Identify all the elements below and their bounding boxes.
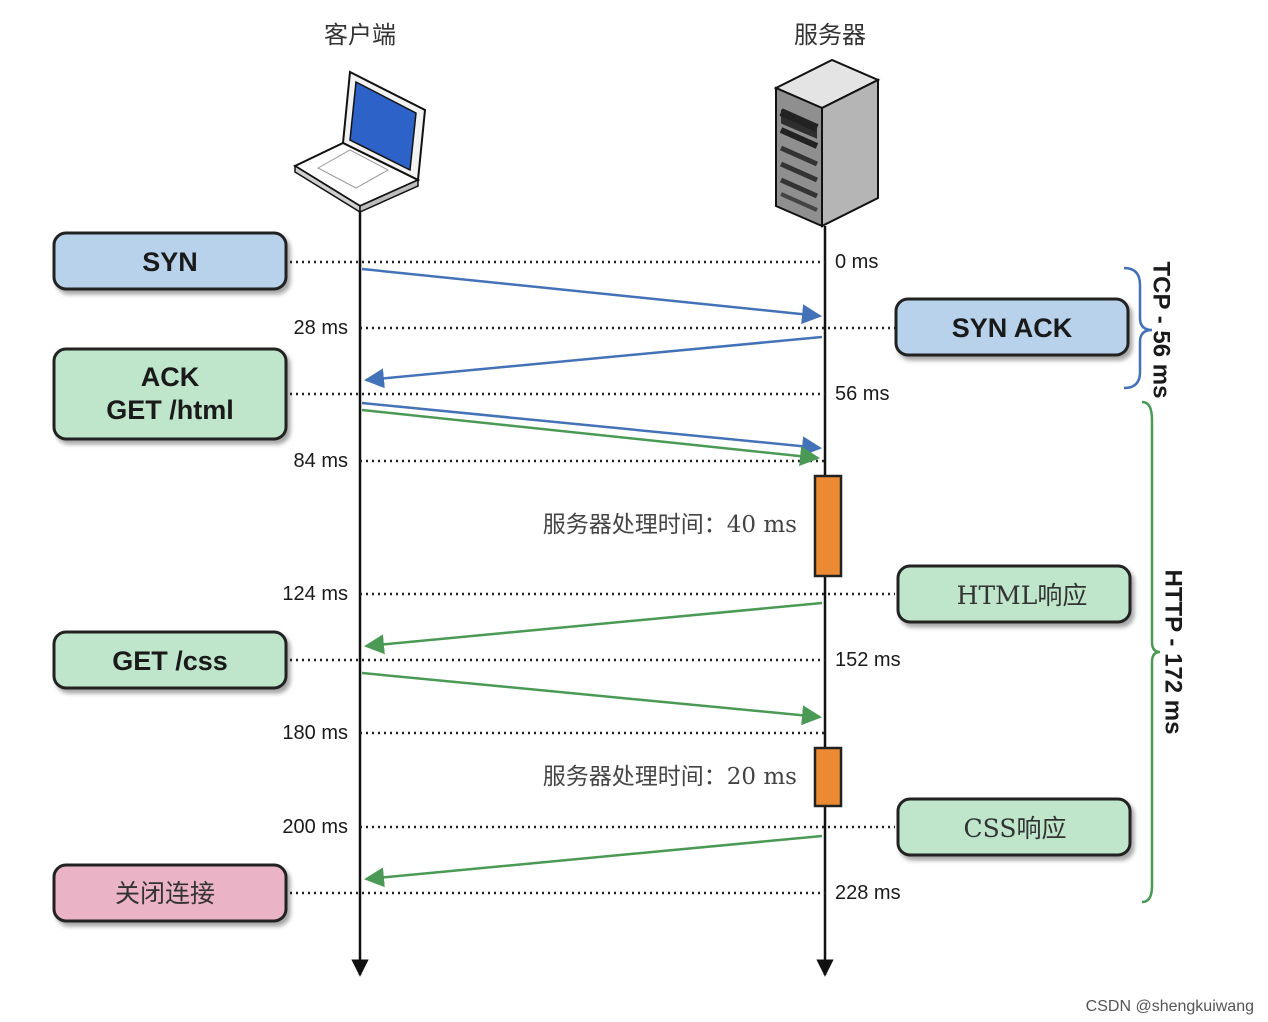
processing-bar-1 [813,474,843,578]
http-brace [1141,400,1161,904]
time-label-28: 28 ms [294,317,348,339]
processing-label-1: 服务器处理时间：40 ms [543,512,797,538]
close-connection-box [52,863,288,923]
time-label-152: 152 ms [835,649,901,671]
css-response-box [896,797,1132,857]
syn-ack-label: SYN ACK [952,313,1073,343]
ack-get-html-box [52,347,288,441]
time-label-84: 84 ms [294,450,348,472]
html-response-label: HTML响应 [957,581,1088,610]
client-label: 客户端 [324,21,396,49]
syn-arrow [361,267,822,325]
syn-ack-box [894,297,1130,357]
html-response-arrow [364,601,823,655]
time-label-200: 200 ms [282,816,348,838]
syn-ack-arrow [364,335,823,389]
processing-bar-2 [813,746,843,808]
get-css-arrow [361,671,822,726]
time-label-0: 0 ms [835,251,878,273]
time-label-124: 124 ms [282,583,348,605]
processing-label-2: 服务器处理时间：20 ms [543,764,797,790]
get-css-box [52,630,288,690]
server-tower-icon [773,58,881,228]
tcp-brace [1123,266,1153,390]
ack-arrow [361,401,822,457]
laptop-icon [292,70,427,214]
html-response-box [896,564,1132,624]
get-html-label: GET /html [106,395,234,425]
ack-label: ACK [141,362,200,392]
css-response-label: CSS响应 [964,814,1067,843]
close-connection-label: 关闭连接 [115,879,215,908]
syn-box [52,231,288,291]
time-label-56: 56 ms [835,383,889,405]
time-gridlines [290,260,895,895]
syn-label: SYN [142,247,198,277]
server-label: 服务器 [794,21,866,49]
get-html-arrow [361,408,820,467]
css-response-arrow [364,834,823,888]
get-css-label: GET /css [112,646,228,676]
watermark: CSDN @shengkuiwang [1085,998,1254,1015]
time-label-228: 228 ms [835,882,901,904]
time-label-180: 180 ms [282,722,348,744]
http-phase-label: HTTP - 172 ms [1160,570,1187,735]
tcp-phase-label: TCP - 56 ms [1148,262,1175,399]
